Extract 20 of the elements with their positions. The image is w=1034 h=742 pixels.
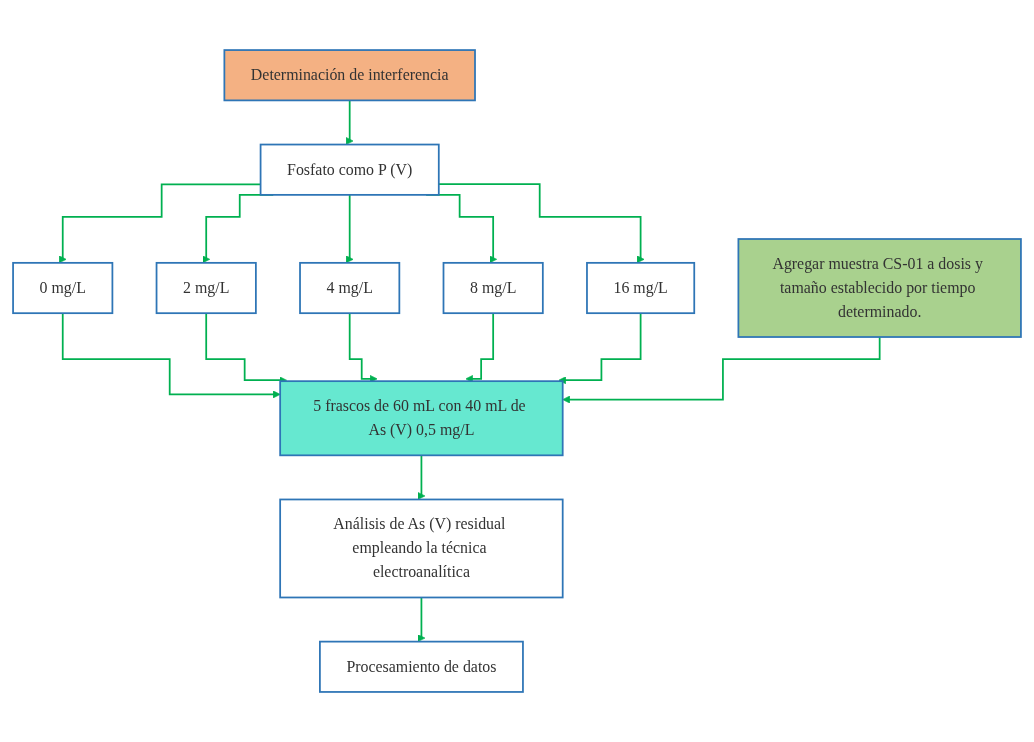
node-box: Determinación de interferencia bbox=[223, 49, 476, 102]
arrow bbox=[61, 312, 281, 399]
node-box: 5 frascos de 60 mL con 40 mL de As (V) 0,5 mg/L bbox=[279, 380, 564, 457]
arrow bbox=[465, 312, 495, 383]
node-box: Fosfato como P (V) bbox=[259, 143, 440, 196]
arrow bbox=[562, 336, 881, 404]
arrow bbox=[348, 312, 378, 383]
node-box: Procesamiento de datos bbox=[319, 640, 524, 693]
node-box: 0 mg/L bbox=[12, 261, 114, 315]
node-box: 16 mg/L bbox=[586, 261, 696, 315]
node-box: 2 mg/L bbox=[155, 261, 257, 315]
arrow bbox=[345, 99, 354, 145]
node-box: 4 mg/L bbox=[299, 261, 401, 315]
arrow bbox=[417, 454, 426, 500]
node-box: Análisis de As (V) residual empleando la técnica electroanalítica bbox=[279, 498, 564, 599]
node-box: Agregar muestra CS-01 a dosis y tamaño establecido por tiempo determinado. bbox=[737, 238, 1022, 338]
arrow bbox=[417, 596, 426, 642]
arrow bbox=[558, 312, 642, 385]
node-box: 8 mg/L bbox=[442, 261, 544, 315]
arrow bbox=[345, 193, 354, 264]
